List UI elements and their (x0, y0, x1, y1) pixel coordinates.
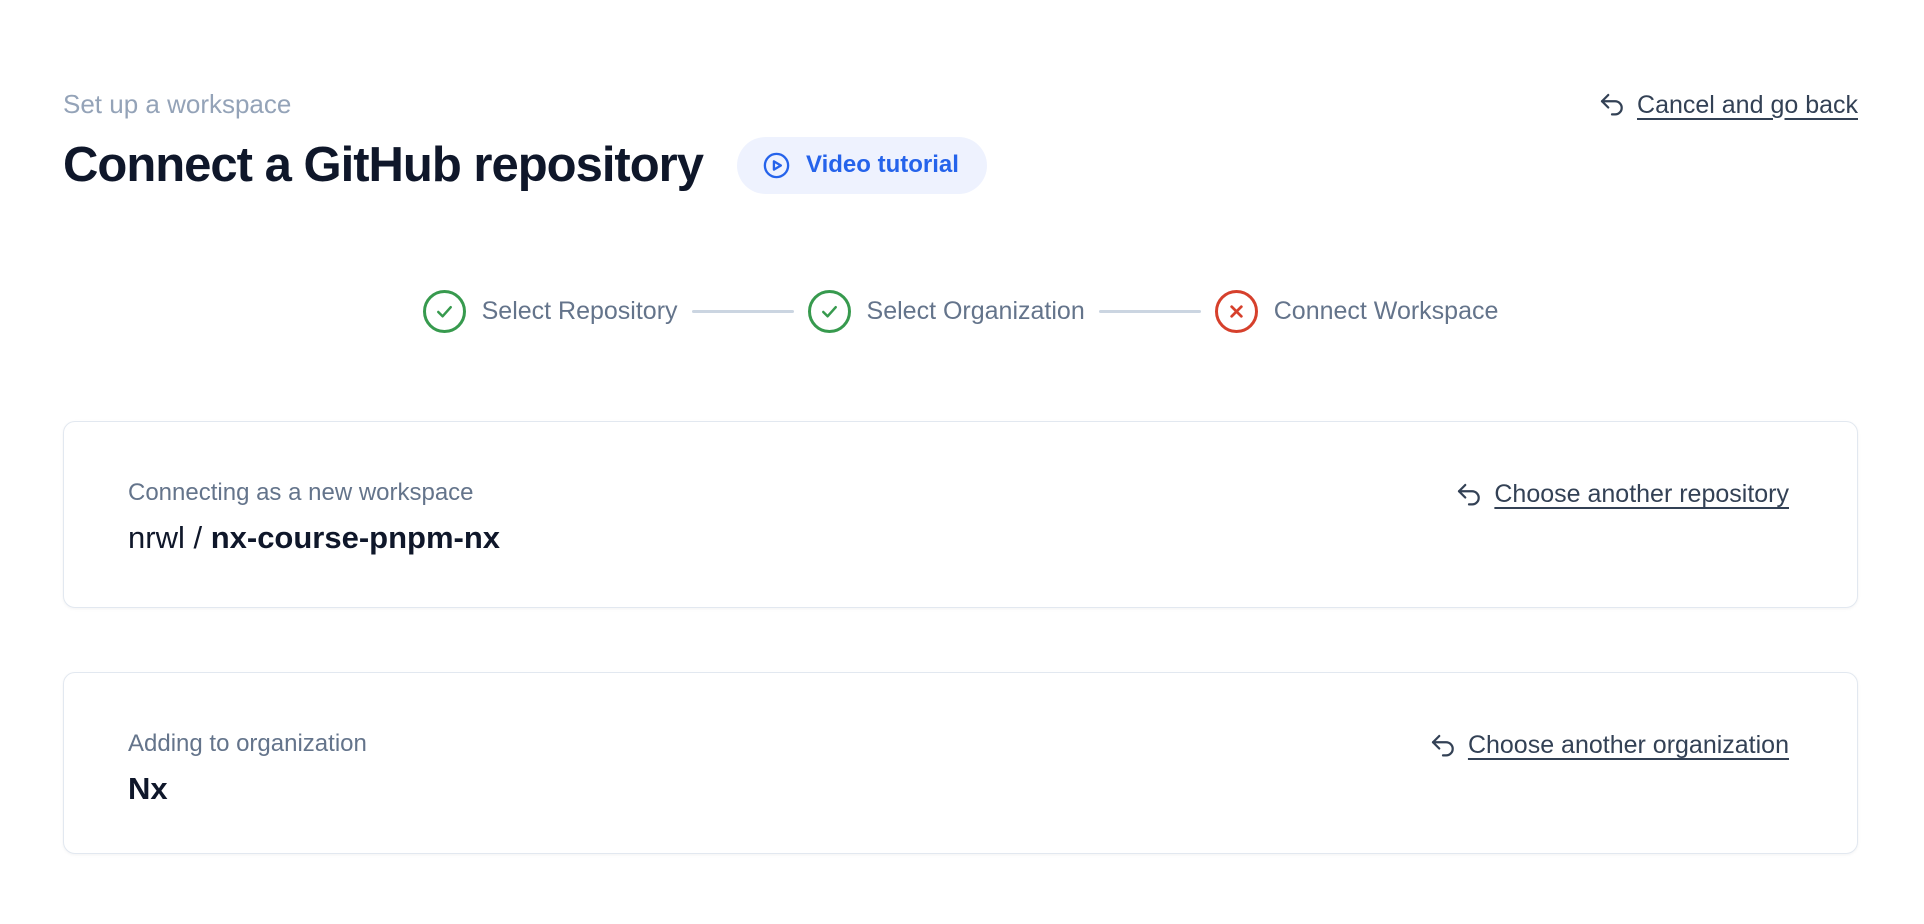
check-circle-icon (422, 289, 466, 333)
eyebrow-text: Set up a workspace (63, 89, 292, 119)
step-label: Select Repository (481, 296, 678, 325)
video-tutorial-label: Video tutorial (806, 151, 959, 178)
step-select-organization: Select Organization (807, 289, 1085, 333)
page-title: Connect a GitHub repository (63, 137, 704, 192)
step-connect-workspace: Connect Workspace (1214, 289, 1499, 333)
undo-arrow-icon (1428, 731, 1458, 761)
undo-arrow-icon (1454, 480, 1484, 510)
undo-arrow-icon (1597, 90, 1627, 120)
step-label: Connect Workspace (1273, 296, 1499, 325)
check-circle-icon (807, 289, 851, 333)
organization-card-caption: Adding to organization (128, 729, 367, 757)
repository-card: Connecting as a new workspace nrwl / nx-… (63, 420, 1858, 608)
setup-stepper: Select Repository Select Organization Co… (63, 289, 1858, 333)
choose-another-organization-link[interactable]: Choose another organization (1428, 731, 1789, 761)
step-select-repository: Select Repository (422, 289, 678, 333)
organization-card-info: Adding to organization Nx (128, 729, 367, 807)
setup-workspace-page: Set up a workspace Cancel and go back Co… (63, 89, 1858, 854)
stepper-connector (1098, 309, 1201, 313)
repository-owner: nrwl / (128, 519, 211, 555)
step-label: Select Organization (866, 296, 1085, 325)
stepper-connector (691, 309, 794, 313)
repository-card-caption: Connecting as a new workspace (128, 478, 474, 506)
play-circle-icon (761, 150, 792, 181)
x-circle-icon (1214, 289, 1258, 333)
organization-name: Nx (128, 770, 168, 806)
choose-another-repository-link[interactable]: Choose another repository (1454, 480, 1789, 510)
choose-another-organization-label: Choose another organization (1467, 731, 1789, 759)
cancel-and-go-back-link[interactable]: Cancel and go back (1597, 90, 1858, 120)
repository-card-info: Connecting as a new workspace nrwl / nx-… (128, 478, 500, 556)
repository-full-name: nrwl / nx-course-pnpm-nx (128, 519, 500, 556)
video-tutorial-button[interactable]: Video tutorial (737, 136, 987, 194)
repository-name: nx-course-pnpm-nx (210, 519, 501, 555)
organization-card: Adding to organization Nx Choose another… (63, 671, 1858, 854)
choose-another-repository-label: Choose another repository (1494, 480, 1789, 508)
cancel-link-label: Cancel and go back (1637, 90, 1858, 119)
